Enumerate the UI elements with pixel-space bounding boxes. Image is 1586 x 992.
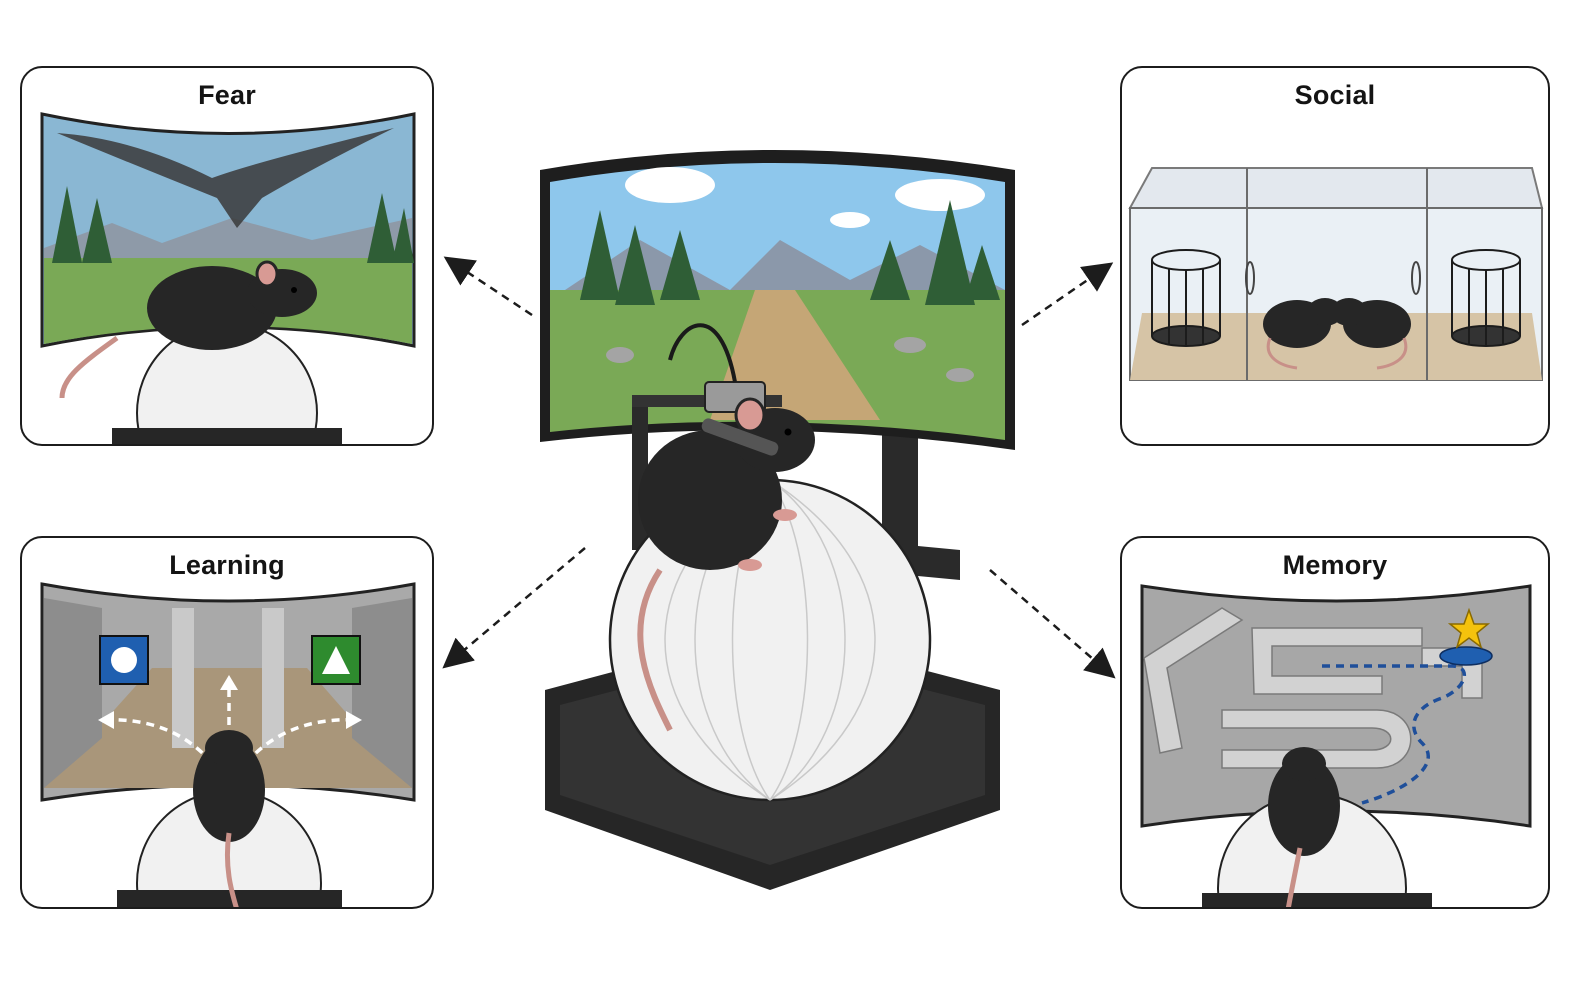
mouse [147, 266, 277, 350]
memory-panel: Memory [1120, 536, 1550, 909]
mouse-body [638, 430, 782, 570]
panel-title-fear: Fear [198, 80, 256, 110]
mouse [1268, 756, 1340, 856]
memory-scene [1140, 584, 1532, 907]
star-icon [1447, 607, 1491, 649]
wire-cup-right [1451, 249, 1521, 347]
mouse-tail [637, 568, 673, 732]
learning-panel: Learning [20, 536, 434, 909]
panel-title-memory: Memory [1282, 550, 1388, 580]
learning-scene [40, 582, 416, 907]
head-plate [701, 418, 779, 456]
panel-title-learning: Learning [169, 550, 285, 580]
wire-cup-left [1151, 249, 1221, 347]
mouse [193, 738, 265, 842]
vr-treadmill-rig [540, 150, 1015, 890]
social-scene [1128, 167, 1544, 381]
goal-platform [1439, 646, 1493, 666]
panel-title-social: Social [1294, 80, 1376, 110]
fear-panel: Fear [20, 66, 434, 446]
social-panel: Social [1120, 66, 1550, 446]
route-path [1322, 664, 1467, 805]
triangle-cue-icon [311, 635, 361, 685]
arrow-to-social [1021, 262, 1114, 327]
eagle-shadow-icon [57, 128, 394, 228]
fear-scene [40, 112, 416, 444]
